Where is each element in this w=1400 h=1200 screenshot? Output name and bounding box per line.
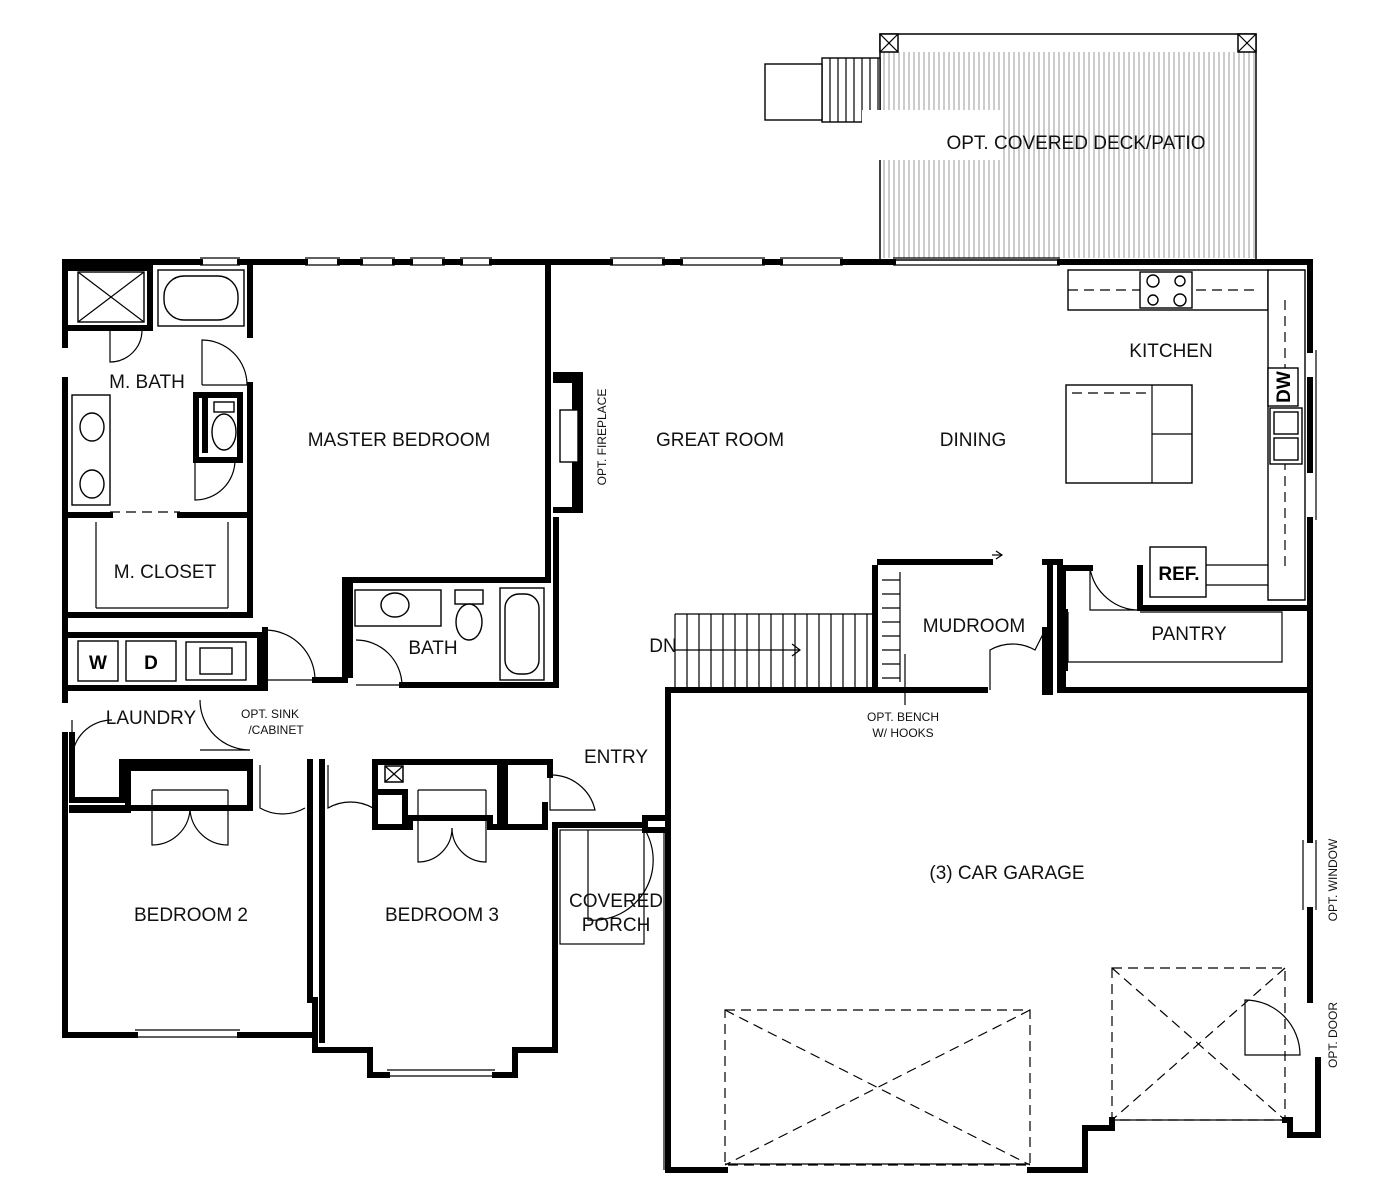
dryer-icon [125,640,177,682]
walls [62,257,1321,1173]
dryer-label: D [144,653,158,674]
dishwasher-icon [1267,367,1299,407]
opt-door-label: OPT. DOOR [1326,1002,1340,1068]
great-room-label: GREAT ROOM [656,430,784,451]
opt-bench-label: OPT. BENCH [867,710,939,724]
sink-icon [380,592,410,618]
entry-label: ENTRY [584,747,648,768]
mudroom-label: MUDROOM [923,616,1025,637]
dishwasher-label: DW [1274,371,1295,403]
refrigerator-icon [1149,546,1207,598]
washer-icon [77,640,119,682]
refrigerator-label: REF. [1158,564,1199,585]
fixtures [71,269,1306,1170]
opt-cabinet-label: /CABINET [248,723,304,737]
opt-window-label: OPT. WINDOW [1326,838,1340,921]
fireplace-icon [559,409,579,463]
washer-label: W [89,653,107,674]
toilet-icon [213,401,235,413]
hooks-label: W/ HOOKS [872,726,933,740]
master-closet-label: M. CLOSET [114,562,217,583]
laundry-label: LAUNDRY [106,708,197,729]
kitchen-label: KITCHEN [1129,341,1212,362]
bedroom-2-label: BEDROOM 2 [134,905,248,926]
pantry-label: PANTRY [1151,624,1227,645]
deck-label: OPT. COVERED DECK/PATIO [946,133,1205,154]
master-bedroom-label: MASTER BEDROOM [308,430,491,451]
garage-label: (3) CAR GARAGE [929,863,1084,884]
sink-icon [79,412,105,442]
stairs-down-label: DN [649,636,676,657]
dining-label: DINING [940,430,1007,451]
covered-label: COVERED [569,891,663,912]
covered-deck: OPT. COVERED DECK/PATIO [764,33,1257,261]
bath-label: BATH [408,638,457,659]
toilet-icon [454,589,484,605]
sink-icon [79,469,105,499]
porch-label: PORCH [582,915,651,936]
labels: KITCHEN M. BATH MASTER BEDROOM OPT. FIRE… [89,341,1340,1068]
door-swings [71,329,1301,1056]
opt-sink-label: OPT. SINK [241,707,299,721]
bedroom-3-label: BEDROOM 3 [385,905,499,926]
fireplace-label: OPT. FIREPLACE [595,389,609,486]
master-bath-label: M. BATH [109,372,185,393]
